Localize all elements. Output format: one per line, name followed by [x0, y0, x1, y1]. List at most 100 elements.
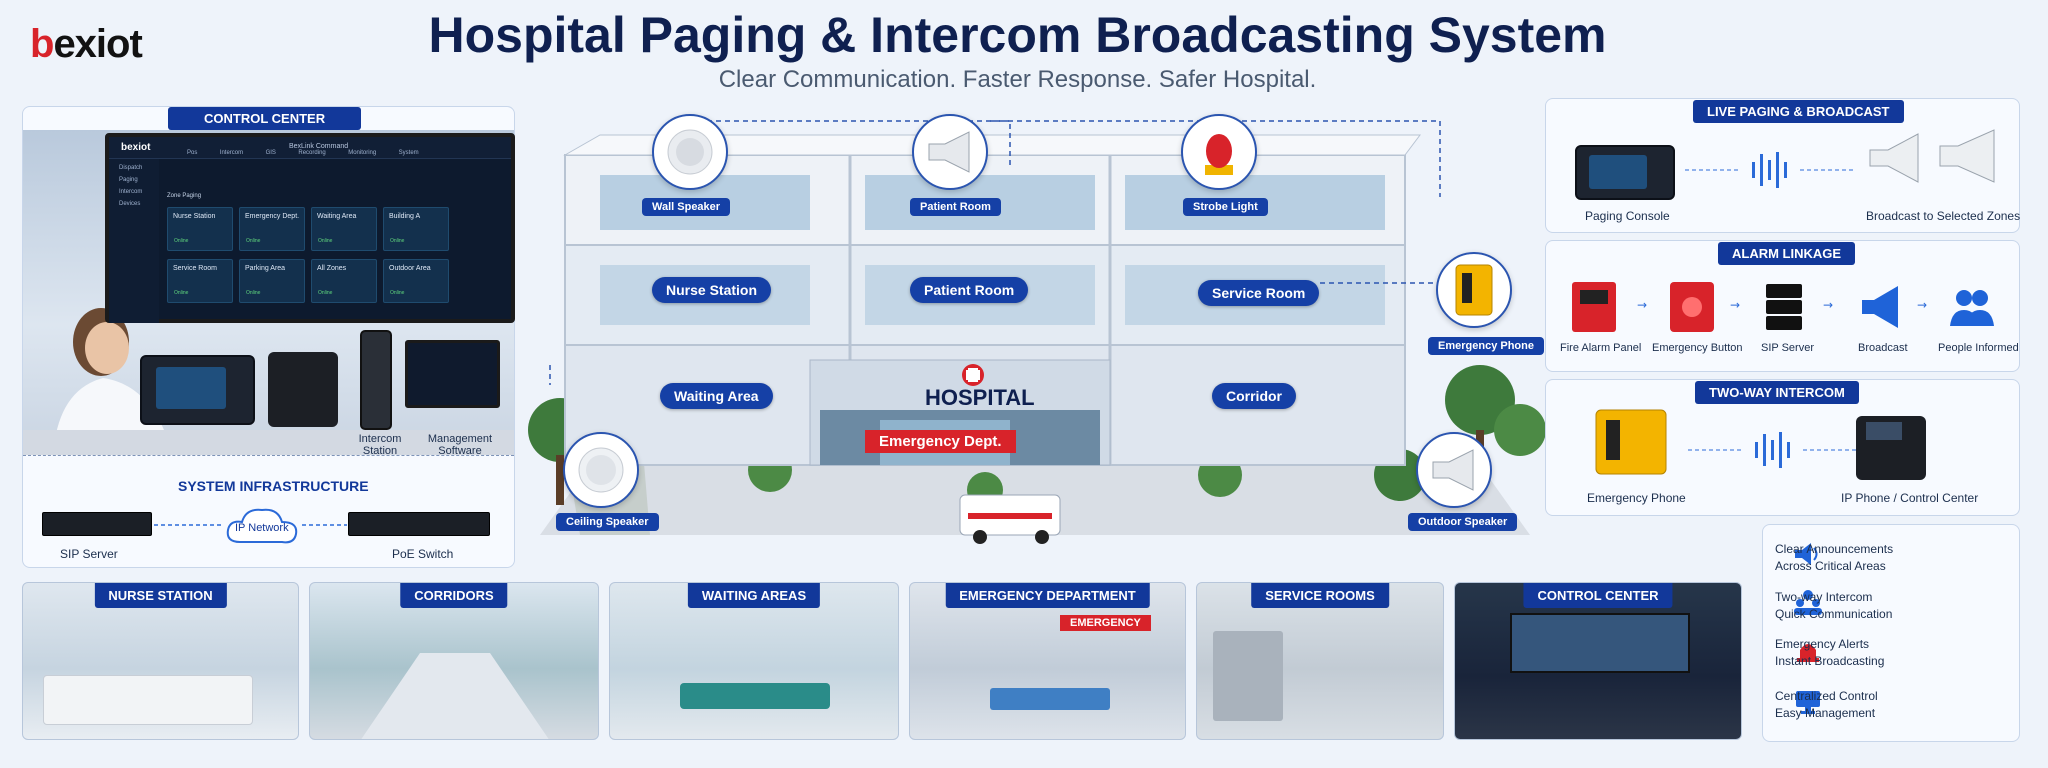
- sip-server-device: [42, 512, 152, 536]
- alarm-flow-arrows: → → → →: [1637, 298, 1927, 312]
- outdoor-speaker-label: Outdoor Speaker: [1408, 513, 1518, 531]
- alarm-step-1: Fire Alarm Panel: [1560, 342, 1642, 354]
- hospital-sign: HOSPITAL: [925, 385, 1035, 410]
- emergency-button-icon: [1670, 282, 1714, 332]
- cloud-icon: [226, 508, 298, 544]
- intercom-station-caption: Intercom Station: [358, 433, 402, 457]
- area-nurse-station: Nurse Station: [652, 277, 772, 303]
- monitor-tabs: Pos Intercom GIS Recording Monitoring Sy…: [187, 141, 419, 159]
- infrastructure-divider: [23, 455, 514, 456]
- command-monitor: bexiot BexLink Command Dispatch Paging I…: [105, 133, 515, 323]
- alarm-linkage-tag: ALARM LINKAGE: [1718, 242, 1856, 265]
- photo-emergency-department: EMERGENCY DEPARTMENT EMERGENCY: [909, 582, 1186, 740]
- tab-monitoring[interactable]: Monitoring: [348, 150, 377, 156]
- infra-links: [154, 524, 347, 526]
- monitor-logo: bexiot: [121, 142, 151, 153]
- tab-recording[interactable]: Recording: [298, 150, 326, 156]
- alarm-step-3: SIP Server: [1761, 342, 1814, 354]
- poe-switch-device: [348, 512, 490, 536]
- emergency-phone-label: Emergency Phone: [1428, 337, 1544, 355]
- svg-text:→: →: [1637, 298, 1647, 312]
- nav-intercom[interactable]: Intercom: [119, 189, 143, 195]
- page-title: Hospital Paging & Intercom Broadcasting …: [428, 7, 1607, 63]
- photo-service-rooms: SERVICE ROOMS: [1196, 582, 1444, 740]
- emergency-phone-caption: Emergency Phone: [1587, 491, 1686, 505]
- tab-system[interactable]: System: [398, 150, 419, 156]
- ip-phone-device: [268, 352, 338, 427]
- photo-control-center: CONTROL CENTER: [1454, 582, 1742, 740]
- tab-pos[interactable]: Pos: [187, 150, 198, 156]
- fire-alarm-panel-icon: [1572, 282, 1616, 332]
- wall-speaker-icon: [652, 114, 728, 190]
- speaker-icon: [1795, 543, 1818, 565]
- area-service-room: Service Room: [1198, 280, 1320, 306]
- monitor-header: bexiot BexLink Command: [109, 137, 511, 159]
- svg-text:→: →: [1730, 298, 1740, 312]
- management-software-caption: Management Software: [427, 433, 493, 457]
- monitor-app-title: BexLink Command: [289, 143, 349, 150]
- alarm-step-4: Broadcast: [1858, 342, 1908, 354]
- outdoor-speaker-icon: [1416, 432, 1492, 508]
- nav-devices[interactable]: Devices: [119, 201, 141, 207]
- two-way-intercom-tag: TWO-WAY INTERCOM: [1695, 381, 1859, 404]
- sip-server-icon: [1766, 284, 1802, 330]
- alarm-icon: [1797, 644, 1819, 662]
- alarm-step-2: Emergency Button: [1652, 342, 1743, 354]
- broadcast-zones-caption: Broadcast to Selected Zones: [1866, 209, 2021, 223]
- page-subtitle: Clear Communication. Faster Response. Sa…: [718, 66, 1317, 93]
- area-waiting-area: Waiting Area: [660, 383, 773, 409]
- area-patient-room: Patient Room: [910, 277, 1029, 303]
- paging-console-caption: Paging Console: [1585, 209, 1670, 223]
- logo-text: exiot: [53, 22, 142, 66]
- sip-server-caption: SIP Server: [60, 547, 118, 561]
- nav-dispatch[interactable]: Dispatch: [119, 165, 143, 171]
- control-center-tag: CONTROL CENTER: [168, 107, 362, 130]
- nav-paging[interactable]: Paging: [119, 177, 138, 183]
- live-paging-tag: LIVE PAGING & BROADCAST: [1693, 100, 1904, 123]
- monitor-sidebar: Dispatch Paging Intercom Devices: [109, 159, 159, 323]
- photo-nurse-station: NURSE STATION: [22, 582, 299, 740]
- broadcast-megaphone-icon: [1862, 286, 1898, 328]
- svg-text:→: →: [1823, 298, 1833, 312]
- strobe-light-icon: [1181, 114, 1257, 190]
- paging-console-device: [140, 355, 255, 425]
- intercom-wave-icon: [1688, 432, 1858, 468]
- brand-logo: bexiot: [30, 22, 143, 66]
- area-corridor: Corridor: [1212, 383, 1296, 409]
- alarm-step-5: People Informed: [1938, 342, 2019, 354]
- tab-gis[interactable]: GIS: [265, 150, 276, 156]
- patient-room-device-label: Patient Room: [910, 198, 1001, 216]
- zone-tile[interactable]: Emergency Dept.Online: [239, 207, 305, 251]
- emergency-phone-illustration: [1595, 409, 1667, 475]
- poe-switch-caption: PoE Switch: [392, 547, 454, 561]
- ip-phone-illustration: [1856, 416, 1926, 480]
- sound-wave-icon: [1685, 152, 1855, 188]
- emergency-photo-sign: EMERGENCY: [1060, 615, 1151, 631]
- horn-speaker-icon: [912, 114, 988, 190]
- svg-text:→: →: [1917, 298, 1927, 312]
- photo-corridors: CORRIDORS: [309, 582, 599, 740]
- ceiling-speaker-label: Ceiling Speaker: [556, 513, 659, 531]
- ip-network-label: IP Network: [235, 522, 289, 534]
- infra-title: SYSTEM INFRASTRUCTURE: [178, 478, 369, 494]
- wall-speaker-label: Wall Speaker: [642, 198, 731, 216]
- intercom-station-device: [360, 330, 392, 430]
- tab-intercom[interactable]: Intercom: [219, 150, 244, 156]
- ip-phone-caption: IP Phone / Control Center: [1841, 491, 1979, 505]
- strobe-light-label: Strobe Light: [1183, 198, 1268, 216]
- people-informed-icon: [1950, 290, 1994, 326]
- broadcast-horns-icon: [1869, 129, 1995, 183]
- emergency-phone-icon: [1436, 252, 1512, 328]
- desk: [23, 430, 514, 455]
